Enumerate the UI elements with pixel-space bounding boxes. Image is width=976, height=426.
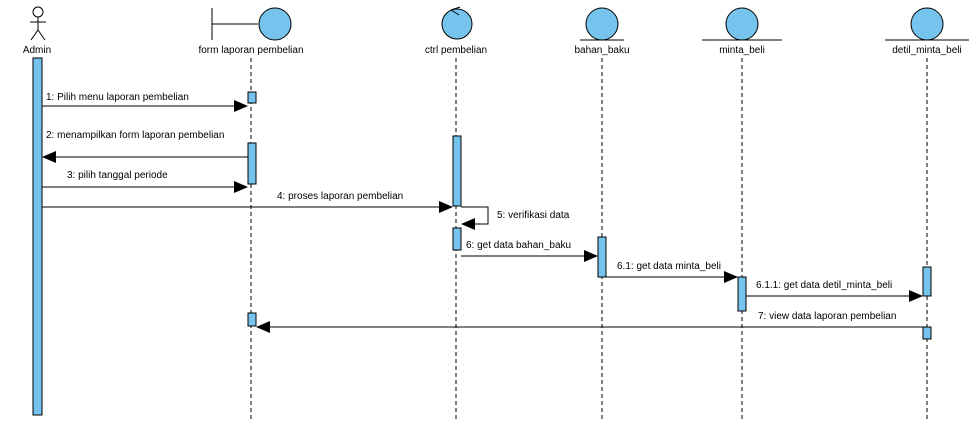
message-label-7: 7: view data laporan pembelian (758, 311, 896, 322)
participant-label-detil: detil_minta_beli (892, 45, 962, 56)
activation-form-1 (247, 91, 257, 104)
message-label-2: 2: menampilkan form laporan pembelian (46, 130, 224, 141)
activation-minta (737, 276, 747, 312)
activation-ctrl-2 (452, 227, 462, 251)
participant-admin: Admin (23, 6, 51, 56)
entity-icon (885, 7, 969, 41)
message-label-1: 1: Pilih menu laporan pembelian (46, 92, 189, 103)
activation-admin (32, 57, 43, 416)
message-label-5: 5: verifikasi data (497, 210, 570, 221)
entity-icon (580, 7, 624, 41)
control-icon (441, 6, 473, 40)
activation-detil-2 (922, 326, 932, 340)
message-label-3: 3: pilih tanggal periode (67, 170, 168, 181)
activation-detil-1 (922, 266, 932, 297)
boundary-icon (211, 7, 292, 41)
message-arrow-5 (461, 206, 489, 230)
participant-label-minta: minta_beli (719, 45, 765, 56)
message-label-4: 4: proses laporan pembelian (277, 191, 403, 202)
participant-minta: minta_beli (702, 7, 782, 56)
activation-ctrl-1 (452, 135, 462, 207)
message-label-6-1-1: 6.1.1: get data detil_minta_beli (756, 280, 892, 291)
participant-label-ctrl: ctrl pembelian (425, 45, 487, 56)
message-label-6-1: 6.1: get data minta_beli (617, 261, 721, 272)
activation-form-2 (247, 142, 257, 185)
message-label-6: 6: get data bahan_baku (466, 240, 571, 251)
participant-label-bahan: bahan_baku (574, 45, 629, 56)
participant-label-admin: Admin (23, 45, 51, 56)
participant-detil: detil_minta_beli (885, 7, 969, 56)
participant-ctrl: ctrl pembelian (425, 6, 487, 56)
actor-icon (30, 6, 46, 41)
participant-form: form laporan pembelian (198, 7, 304, 56)
activation-bahan (597, 236, 607, 278)
activation-form-3 (247, 312, 257, 327)
participant-bahan: bahan_baku (574, 7, 630, 56)
participant-label-form: form laporan pembelian (198, 45, 303, 56)
entity-icon (702, 7, 782, 41)
